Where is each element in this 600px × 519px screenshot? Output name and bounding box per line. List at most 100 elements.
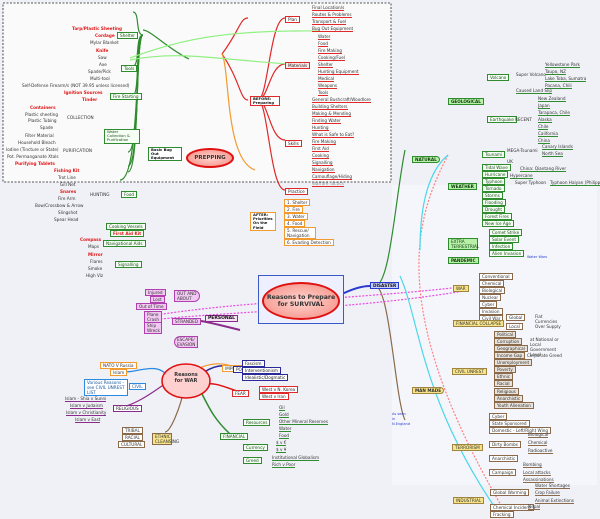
central-topic[interactable]: Reasons to Prepare for SURVIVAL: [262, 282, 340, 320]
navigation-node[interactable]: Navigational Aids: [103, 240, 146, 247]
after-item[interactable]: 3. Water: [284, 213, 308, 220]
terrorism-item[interactable]: Dirty Bombs: [489, 441, 521, 448]
fracking-node[interactable]: Fracking: [490, 511, 514, 518]
terrorism-item[interactable]: Cyber: [489, 413, 508, 420]
personal-node[interactable]: PERSONAL: [205, 315, 239, 322]
before-node[interactable]: BEFORE: Preparing: [250, 96, 280, 107]
stranded-node[interactable]: STRANDED: [172, 318, 202, 325]
weather-item[interactable]: Tornado: [482, 185, 505, 192]
extra-item[interactable]: Solar Event: [489, 236, 519, 243]
volcano-node[interactable]: Volcano: [487, 74, 510, 81]
civil-unrest-item[interactable]: Poverty: [494, 366, 516, 373]
civil-unrest-item[interactable]: Unemployment: [494, 359, 533, 366]
materials-node[interactable]: Materials: [285, 62, 311, 69]
first-aid-node[interactable]: First Aid Kit: [110, 230, 145, 237]
extra-item[interactable]: Infection: [489, 243, 514, 250]
extra-terrestrial-node[interactable]: EXTRA TERRESTRIAL: [448, 238, 479, 250]
chemical-incident-node[interactable]: Chemical Incident: [490, 504, 534, 511]
civil-unrest-item[interactable]: Youth Alienation: [494, 402, 534, 409]
weather-item[interactable]: Storms: [482, 192, 503, 199]
fire-node[interactable]: Fire Starting: [110, 93, 142, 100]
hurricane-node[interactable]: Hurricane: [482, 171, 509, 178]
civil-unrest-item[interactable]: Political: [494, 331, 517, 338]
plan-node[interactable]: Plan: [285, 16, 300, 23]
after-node[interactable]: AFTER: Priorities On the Field: [250, 212, 276, 231]
terrorism-item[interactable]: State Sponsored: [489, 420, 530, 427]
out-and-about-node[interactable]: OUT AND ABOUT: [174, 290, 200, 302]
civil-unrest-item[interactable]: Geographical: [494, 345, 528, 352]
weather-item[interactable]: Forest Fires: [482, 213, 512, 220]
war-item[interactable]: Biological: [479, 287, 506, 294]
man-made-node[interactable]: MAN MADE: [412, 387, 445, 394]
imperialism-item[interactable]: NATO V Russia: [100, 362, 137, 369]
weather-item[interactable]: New Ice Age: [482, 220, 515, 227]
industrial-node[interactable]: INDUSTRIAL: [453, 497, 485, 504]
political-item[interactable]: Fascism: [242, 360, 265, 367]
tsunami-node[interactable]: Tsunami: [482, 151, 506, 158]
religious-node[interactable]: RELIGIOUS: [113, 405, 142, 412]
signalling-node[interactable]: Signalling: [115, 261, 142, 268]
currency-node[interactable]: Currency: [243, 444, 268, 451]
extra-item[interactable]: Alien Invasion: [489, 250, 525, 257]
civil-war-node[interactable]: CIVIL: [129, 383, 146, 390]
terrorism-node[interactable]: TERRORISM: [452, 444, 483, 451]
war-hub-label[interactable]: Reasons for WAR: [174, 372, 198, 384]
war-item[interactable]: Chemical: [479, 280, 505, 287]
after-item[interactable]: 5. Rescue/ Navigation: [284, 227, 316, 239]
war-item[interactable]: Invasion: [479, 308, 503, 315]
water-node[interactable]: Water Collection & Purification: [104, 129, 140, 144]
civil-unrest-item[interactable]: Ethnic: [494, 373, 514, 380]
tidal-node[interactable]: Tidal Wave: [482, 164, 511, 171]
civil-unrest-item[interactable]: Income Gap: [494, 352, 526, 359]
terrorism-item[interactable]: Anarchistic: [489, 455, 519, 462]
political-item[interactable]: Idealistic/Dogmatic: [242, 374, 289, 381]
civil-item[interactable]: Various Reasons - see CIVIL UNREST LIST: [84, 379, 128, 396]
financial-war-node[interactable]: FINANCIAL: [220, 433, 249, 440]
war-item[interactable]: Nuclear: [479, 294, 502, 301]
war-item[interactable]: Conventional: [479, 273, 513, 280]
terrorism-item[interactable]: Campaign: [489, 469, 517, 476]
local-node[interactable]: Local: [506, 323, 523, 330]
after-item[interactable]: 6. Evading Detection: [284, 239, 334, 246]
out-and-about-item[interactable]: Lost: [150, 296, 165, 303]
tools-node[interactable]: Tools: [121, 65, 138, 72]
skills-node[interactable]: Skills: [285, 140, 302, 147]
fear-item[interactable]: West v Iran: [259, 393, 289, 400]
civil-unrest-item[interactable]: Corruption: [494, 338, 523, 345]
global-node[interactable]: Global: [506, 314, 526, 321]
civil-unrest-item[interactable]: Racial: [494, 380, 513, 387]
terrorism-item[interactable]: Domestic - Left/Right Wing: [489, 427, 552, 434]
greed-node[interactable]: Greed: [243, 457, 262, 464]
stranded-item[interactable]: Plane Crash: [144, 311, 162, 323]
after-item[interactable]: 1. Shelter: [284, 199, 311, 206]
cooking-node[interactable]: Cooking Vessels: [106, 223, 146, 230]
earthquake-node[interactable]: Earthquake: [487, 116, 517, 123]
ethnic-item[interactable]: RACIAL: [122, 434, 143, 441]
civil-unrest-node[interactable]: CIVIL UNREST: [452, 368, 487, 375]
civil-unrest-item[interactable]: Religious: [494, 388, 519, 395]
bugout-node[interactable]: Basic Bug Out Equipment: [148, 147, 182, 161]
geological-node[interactable]: GEOLOGICAL: [448, 98, 484, 105]
practice-node[interactable]: Practice: [285, 188, 308, 195]
ethnic-node[interactable]: ETHNIC CLEANSING: [152, 433, 179, 445]
fear-node[interactable]: FEAR: [232, 390, 249, 397]
war-item[interactable]: Cyber: [479, 301, 498, 308]
after-item[interactable]: 2. Fire: [284, 206, 303, 213]
resources-node[interactable]: Resources: [243, 419, 271, 426]
political-item[interactable]: Interventionism: [242, 367, 281, 374]
typhoon-node[interactable]: Typhoon: [482, 178, 506, 185]
ethnic-item[interactable]: TRIBAL: [122, 427, 143, 434]
pandemic-node[interactable]: PANDEMIC: [448, 257, 479, 264]
food-node[interactable]: Food: [121, 191, 138, 198]
war-node[interactable]: WAR: [453, 285, 469, 292]
prepping-node[interactable]: PREPPING: [186, 148, 234, 168]
extra-item[interactable]: Comet Strike: [489, 229, 523, 236]
weather-item[interactable]: Drought: [482, 206, 506, 213]
shelter-node[interactable]: Shelter: [117, 32, 138, 39]
disaster-node[interactable]: DISASTER: [370, 282, 400, 289]
escape-node[interactable]: ESCAPE/ EVASION: [174, 336, 198, 348]
global-warming-node[interactable]: Global Warming: [490, 489, 530, 496]
fear-item[interactable]: West v N. Korea: [259, 386, 299, 393]
imperialism-item[interactable]: Islam: [110, 369, 128, 376]
after-item[interactable]: 4. Food: [284, 220, 306, 227]
